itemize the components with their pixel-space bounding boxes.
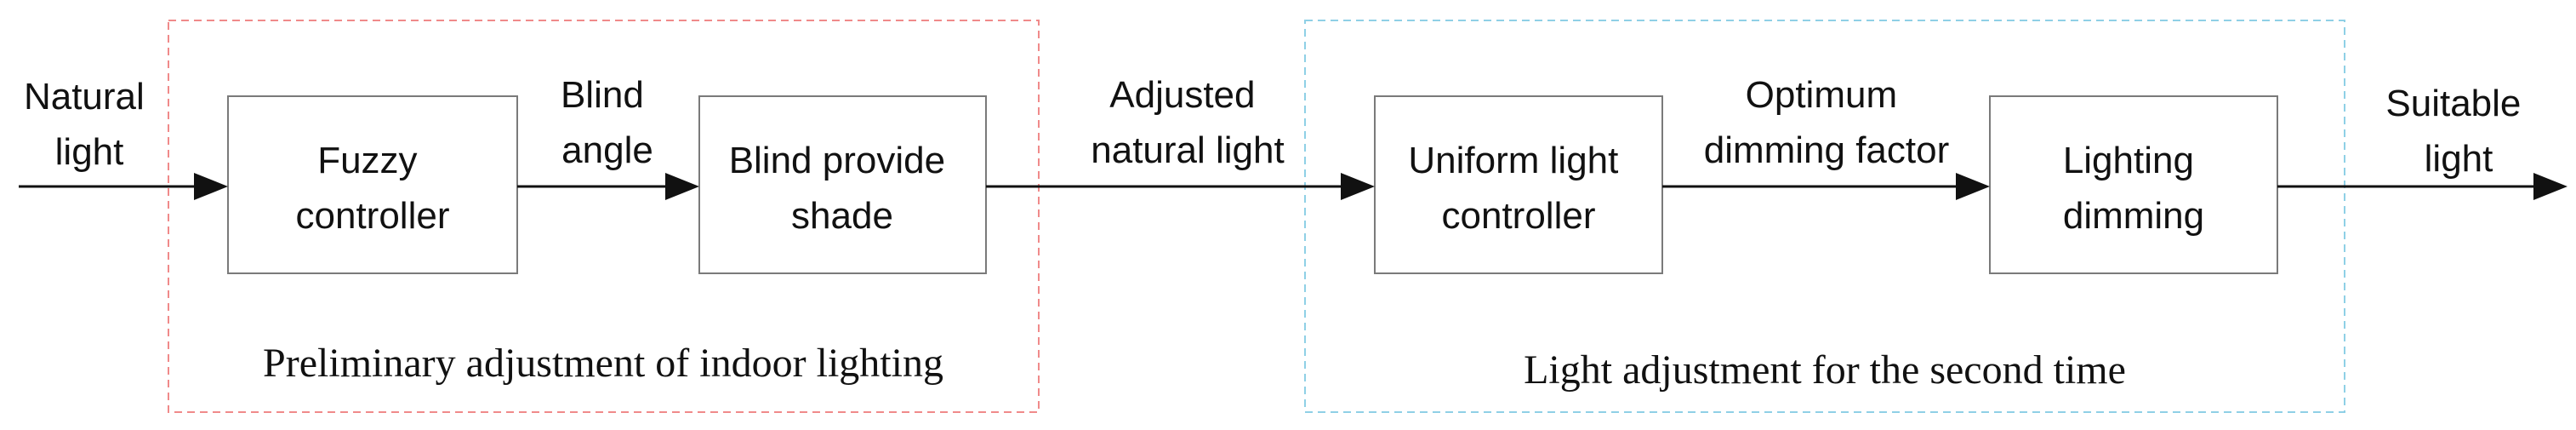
fuzzy-controller-block [227,95,518,274]
lighting-dimming-label: Lighting dimming [2063,140,2204,237]
blind-angle-arrowhead [665,173,699,200]
fuzzy-controller-label-line2: controller [296,195,450,237]
lighting-dimming-block [1989,95,2278,274]
lighting-dimming-label-line1: Lighting [2063,140,2194,181]
optimum-dimming-factor-label-line1: Optimum [1746,74,1897,116]
lighting-dimming-label-line2: dimming [2063,195,2204,237]
suitable-light-label-line2: light [2425,138,2493,180]
suitable-light-arrowhead [2533,173,2567,200]
uniform-light-controller-label-line1: Uniform light [1408,140,1618,181]
fuzzy-controller-label-line1: Fuzzy [317,140,417,181]
optimum-dimming-factor-label: Optimum dimming factor [1704,74,1950,171]
blind-angle-label-line1: Blind [561,74,644,116]
blind-provide-shade-block [698,95,987,274]
suitable-light-label-line1: Suitable [2385,83,2521,124]
adjusted-natural-light-label-line1: Adjusted [1109,74,1255,116]
uniform-light-controller-label: Uniform light controller [1408,140,1628,237]
fuzzy-controller-label: Fuzzy controller [296,140,450,237]
blind-provide-shade-label-line1: Blind provide [729,140,945,181]
uniform-light-controller-label-line2: controller [1442,195,1596,237]
blind-angle-label: Blind angle [561,74,654,171]
adjusted-natural-light-arrowhead [1341,173,1375,200]
suitable-light-label: Suitable light [2385,83,2531,180]
optimum-dimming-factor-arrowhead [1956,173,1990,200]
adjusted-natural-light-label-line2: natural light [1091,129,1284,171]
blind-provide-shade-label-line2: shade [791,195,893,237]
optimum-dimming-factor-label-line2: dimming factor [1704,129,1950,171]
uniform-light-controller-block [1374,95,1663,274]
natural-light-label-line1: Natural [24,76,145,118]
blind-angle-label-line2: angle [561,129,653,171]
group-frame-preliminary [168,20,1040,413]
blind-provide-shade-label: Blind provide shade [729,140,956,237]
natural-light-arrowhead [194,173,228,200]
natural-light-label-line2: light [55,131,124,173]
group-caption-second-adjustment: Light adjustment for the second time [1524,347,2126,393]
adjusted-natural-light-label: Adjusted natural light [1091,74,1284,171]
group-caption-preliminary: Preliminary adjustment of indoor lightin… [263,341,943,386]
natural-light-label: Natural light [24,76,155,173]
